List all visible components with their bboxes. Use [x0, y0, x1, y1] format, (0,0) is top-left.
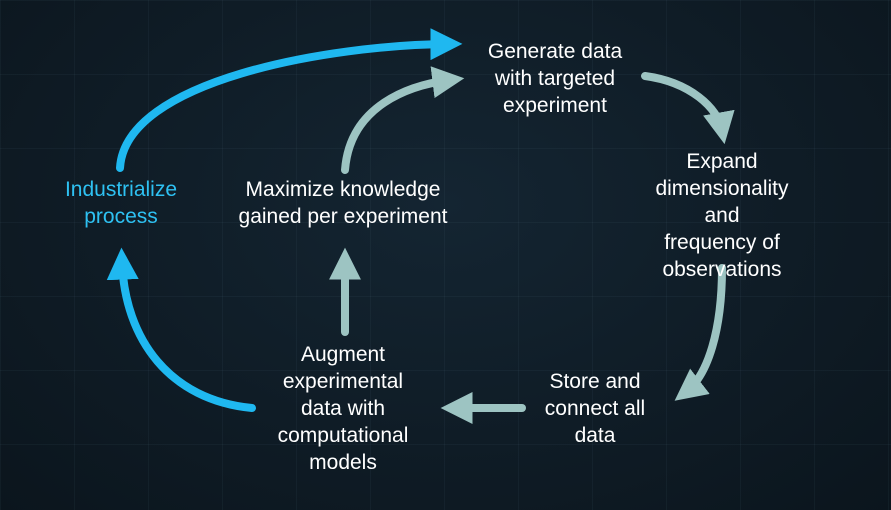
node-expand-dimensionality: Expand dimensionality and frequency of o…	[655, 150, 789, 281]
arrow-expand-to-store	[674, 264, 726, 401]
arrow-industrialize-to-generate	[116, 28, 463, 172]
node-augment-data: Augment experimental data with computati…	[277, 343, 409, 474]
arrow-maximize-to-generate	[341, 66, 465, 174]
node-store-data: Store and connect all data	[544, 370, 646, 447]
node-industrialize-process: Industrialize process	[64, 178, 178, 228]
arrow-augment-to-industrialize	[106, 247, 256, 412]
node-generate-data: Generate data with targeted experiment	[487, 40, 623, 117]
node-maximize-knowledge: Maximize knowledge gained per experiment	[238, 178, 448, 228]
arrow-generate-to-expand	[641, 72, 735, 145]
